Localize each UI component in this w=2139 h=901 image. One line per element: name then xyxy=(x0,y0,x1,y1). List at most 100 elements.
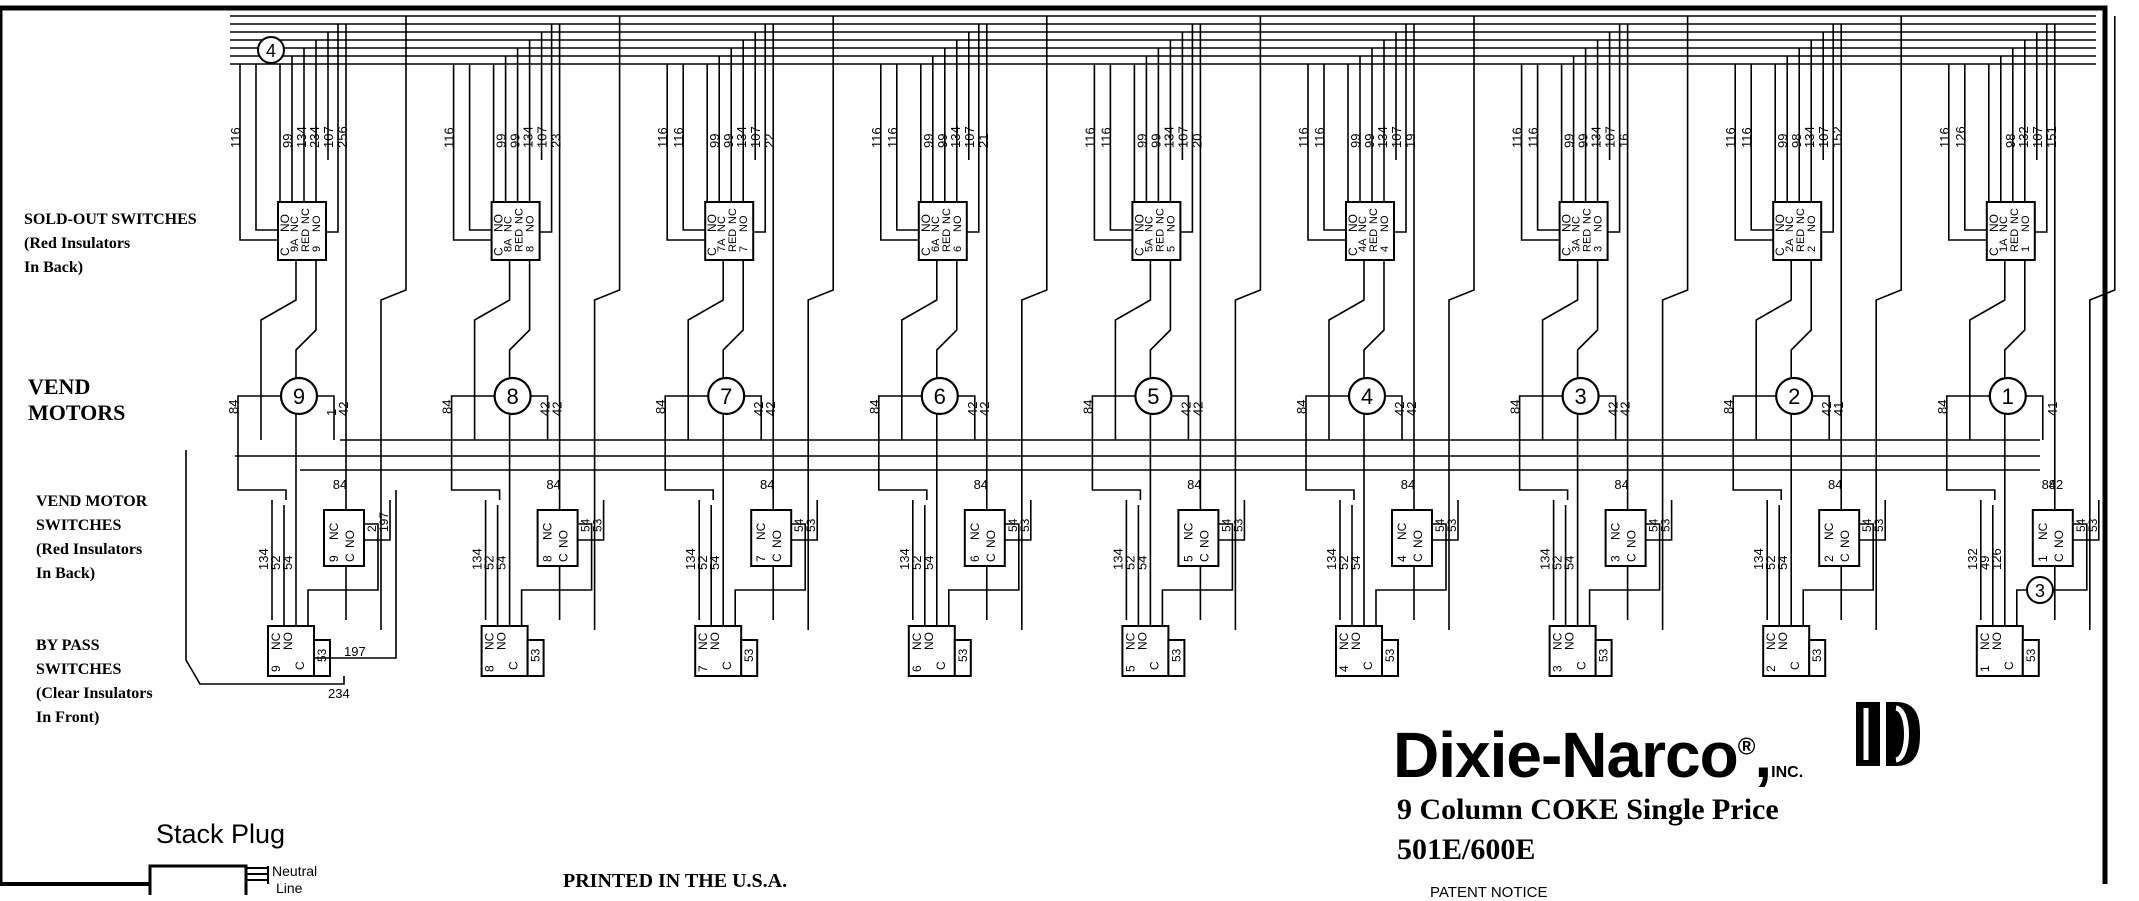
bp-num-8: 8 xyxy=(483,665,497,672)
so-term-a-1: 1A xyxy=(1998,238,2010,252)
callout-4-label: 4 xyxy=(266,41,276,61)
so-term-no-8: NO xyxy=(492,214,506,232)
wire xyxy=(295,260,317,600)
top-wire-label-1-4: 132 xyxy=(2016,126,2031,148)
so-term-num-1: 1 xyxy=(2020,246,2032,252)
wire xyxy=(452,64,492,241)
so-term-nc2-2: NC xyxy=(1795,208,1807,224)
vm-right-b-8: 53 xyxy=(591,518,605,532)
motor-wire-b-6: 42 xyxy=(977,402,992,416)
bp-num-1: 1 xyxy=(1978,665,1992,672)
vm-switch-no-5: NO xyxy=(1197,530,1211,548)
title-line-2: 501E/600E xyxy=(1397,833,1536,866)
vm-wire-b-1: 49 xyxy=(1977,556,1992,570)
so-term-nc-3: NC xyxy=(1571,216,1583,232)
vm-right-b-7: 53 xyxy=(804,518,818,532)
so-term-nc-6: NC xyxy=(930,216,942,232)
wire xyxy=(380,16,407,630)
wire xyxy=(895,64,919,231)
bp-nc-9: NC xyxy=(269,632,283,650)
wire xyxy=(364,500,391,541)
so-term-nc2-1: NC xyxy=(2009,208,2021,224)
wire xyxy=(1812,395,1830,440)
top-wire-label-4-4: 134 xyxy=(1375,126,1390,148)
vm-wire-b-9: 52 xyxy=(268,556,283,570)
top-wire-label-4-3: 99 xyxy=(1362,134,1377,148)
wire xyxy=(2025,395,2044,440)
motor-wire-84-7: 84 xyxy=(653,400,668,414)
wire xyxy=(2072,500,2100,541)
vm-switch-nc-6: NC xyxy=(968,522,982,540)
vm-wire-c-4: 54 xyxy=(1348,556,1363,570)
bp-c-3: C xyxy=(1575,661,1589,670)
vm-switch-no-1: NO xyxy=(2052,530,2066,548)
vm-switch-nc-3: NC xyxy=(1609,522,1623,540)
bypass-switch-1 xyxy=(1975,625,2024,677)
bp-nc-1: NC xyxy=(1978,632,1992,650)
so-term-nc2-7: NC xyxy=(727,208,739,224)
vm-wire-c-9: 54 xyxy=(280,556,295,570)
vend-motor-num-3: 3 xyxy=(1574,384,1586,409)
vm-switch-num-9: 9 xyxy=(327,555,341,562)
wire xyxy=(947,523,1020,630)
vm-wire-84-6: 84 xyxy=(974,477,988,492)
vm-switch-c-6: C xyxy=(984,553,998,562)
bp-c-9: C xyxy=(293,661,307,670)
vm-right-b-2: 53 xyxy=(1872,518,1886,532)
callout-3-label: 3 xyxy=(2035,581,2045,601)
wire xyxy=(450,395,501,500)
bp-no-3: NO xyxy=(1563,632,1577,650)
vend-motor-num-9: 9 xyxy=(293,384,305,409)
vm-right-a-2: 54 xyxy=(1860,518,1874,532)
printed-in-usa: PRINTED IN THE U.S.A. xyxy=(563,870,788,892)
so-term-no-6: NO xyxy=(919,214,933,232)
wire xyxy=(734,523,807,630)
wire xyxy=(237,395,287,500)
bp-no-4: NO xyxy=(1349,632,1363,650)
wire xyxy=(239,64,278,241)
plug-line-label: Line xyxy=(276,880,303,896)
so-term-a-5: 5A xyxy=(1143,238,1155,252)
top-wire-label-7-3: 99 xyxy=(721,134,736,148)
bp-no-8: NO xyxy=(495,632,509,650)
so-term-a-3: 3A xyxy=(1571,238,1583,252)
bp-nc-7: NC xyxy=(696,632,710,650)
so-term-no2-7: NO xyxy=(738,215,750,232)
vm-switch-c-9: C xyxy=(343,553,357,562)
wire xyxy=(314,490,397,659)
wire xyxy=(1576,260,1599,600)
bp-53-tab-8 xyxy=(526,639,545,677)
bp-c-1: C xyxy=(2002,661,2016,670)
vm-wire-a-3: 134 xyxy=(1538,548,1553,570)
vend-motor-num-6: 6 xyxy=(934,384,946,409)
so-term-nc2-8: NC xyxy=(514,208,526,224)
vend-motor-switch-7 xyxy=(750,509,793,567)
so-term-red-4: RED xyxy=(1368,229,1380,252)
motor-wire-b-2: 41 xyxy=(1831,402,1846,416)
top-wire-label-2-4: 134 xyxy=(1802,126,1817,148)
wire xyxy=(1394,24,1407,233)
wire xyxy=(791,500,819,541)
vm-switch-num-6: 6 xyxy=(968,555,982,562)
soldout-switch-2 xyxy=(1772,201,1823,261)
vm-wire-b-3: 52 xyxy=(1550,556,1565,570)
bp-num-2: 2 xyxy=(1764,665,1778,672)
top-wire-label-8-3: 99 xyxy=(508,134,523,148)
soldout-switch-9 xyxy=(277,201,327,261)
vm-switch-no-8: NO xyxy=(557,530,571,548)
vend-motor-num-4: 4 xyxy=(1361,384,1373,409)
bp-c-6: C xyxy=(934,661,948,670)
so-term-no2-4: NO xyxy=(1379,215,1391,232)
wire xyxy=(1802,523,1874,630)
wire xyxy=(520,523,593,630)
top-wire-label-2-3: 98 xyxy=(1789,134,1804,148)
wire xyxy=(1385,395,1403,440)
wire xyxy=(1161,523,1234,630)
bp-no-9: NO xyxy=(281,632,295,650)
vm-switch-num-2: 2 xyxy=(1822,555,1836,562)
so-term-c-6: C xyxy=(919,247,933,256)
vm-right-a-8: 54 xyxy=(579,518,593,532)
bp-53-tab-7 xyxy=(740,639,759,677)
so-term-num-2: 2 xyxy=(1806,246,1818,252)
soldout-switch-3 xyxy=(1558,201,1609,261)
